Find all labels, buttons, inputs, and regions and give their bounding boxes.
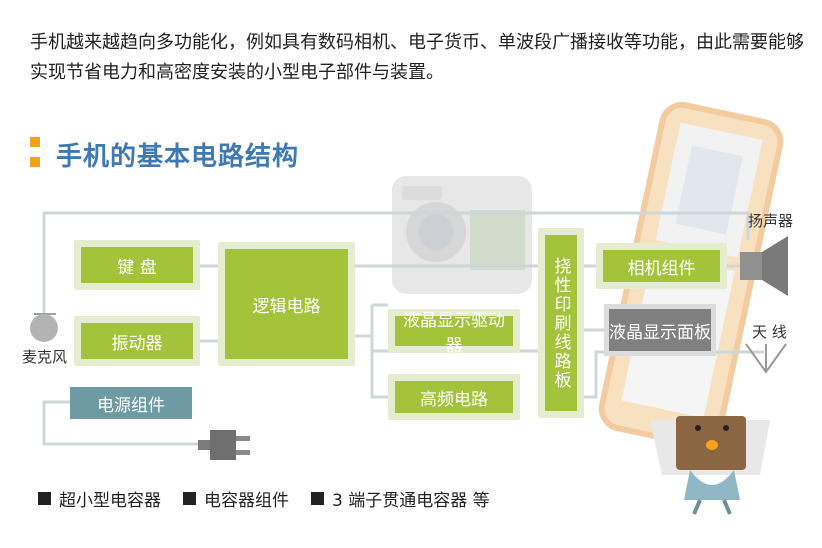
legend-item: 电容器组件 [183,486,289,511]
legend-item: 3 端子贯通电容器 等 [311,486,490,511]
speaker-label: 扬声器 [748,212,794,230]
legend-item-label: 3 端子贯通电容器 等 [332,491,490,511]
plug-icon [198,430,250,460]
rf-circuit-block: 高频电路 [388,374,520,420]
mascot-illustration [650,416,770,515]
antenna-label: 天 线 [752,323,787,341]
lcd-driver-label: 液晶显示驱动器 [395,311,513,356]
legend-item-label: 电容器组件 [204,491,289,511]
logic-circuit-label: 逻辑电路 [225,249,348,359]
microphone-label: 麦克风 [22,348,68,366]
lcd-panel-block: 液晶显示面板 [604,304,716,356]
vibrator-block: 振动器 [74,316,200,366]
power-module-block: 电源组件 [70,387,192,419]
lcd-panel-label: 液晶显示面板 [609,309,711,351]
legend-item-label: 超小型电容器 [59,491,161,511]
legend-square-icon [183,492,196,505]
vibrator-label: 振动器 [81,323,193,359]
camera-illustration [392,176,532,294]
rf-circuit-label: 高频电路 [395,381,513,413]
camera-module-block: 相机组件 [596,243,727,289]
flex-board-label: 挠性印刷线路板 [545,235,577,411]
speaker-icon [740,236,788,296]
legend-item: 超小型电容器 [38,486,161,511]
logic-circuit-block: 逻辑电路 [218,242,355,366]
section-header: 手机的基本电路结构 [30,134,299,174]
title-marker-icon [30,137,40,171]
legend-square-icon [38,492,51,505]
lcd-driver-block: 液晶显示驱动器 [388,309,520,356]
antenna-icon [745,343,787,374]
flex-board-block: 挠性印刷线路板 [538,228,584,418]
microphone-icon [30,313,58,342]
intro-text: 手机越来越趋向多功能化，例如具有数码相机、电子货币、单波段广播接收等功能，由此需… [30,32,804,83]
keyboard-block: 键 盘 [74,240,200,290]
keyboard-label: 键 盘 [81,247,193,283]
legend-square-icon [311,492,324,505]
legend: 超小型电容器 电容器组件 3 端子贯通电容器 等 [38,486,512,511]
camera-module-label: 相机组件 [603,250,720,282]
section-title: 手机的基本电路结构 [56,141,300,172]
